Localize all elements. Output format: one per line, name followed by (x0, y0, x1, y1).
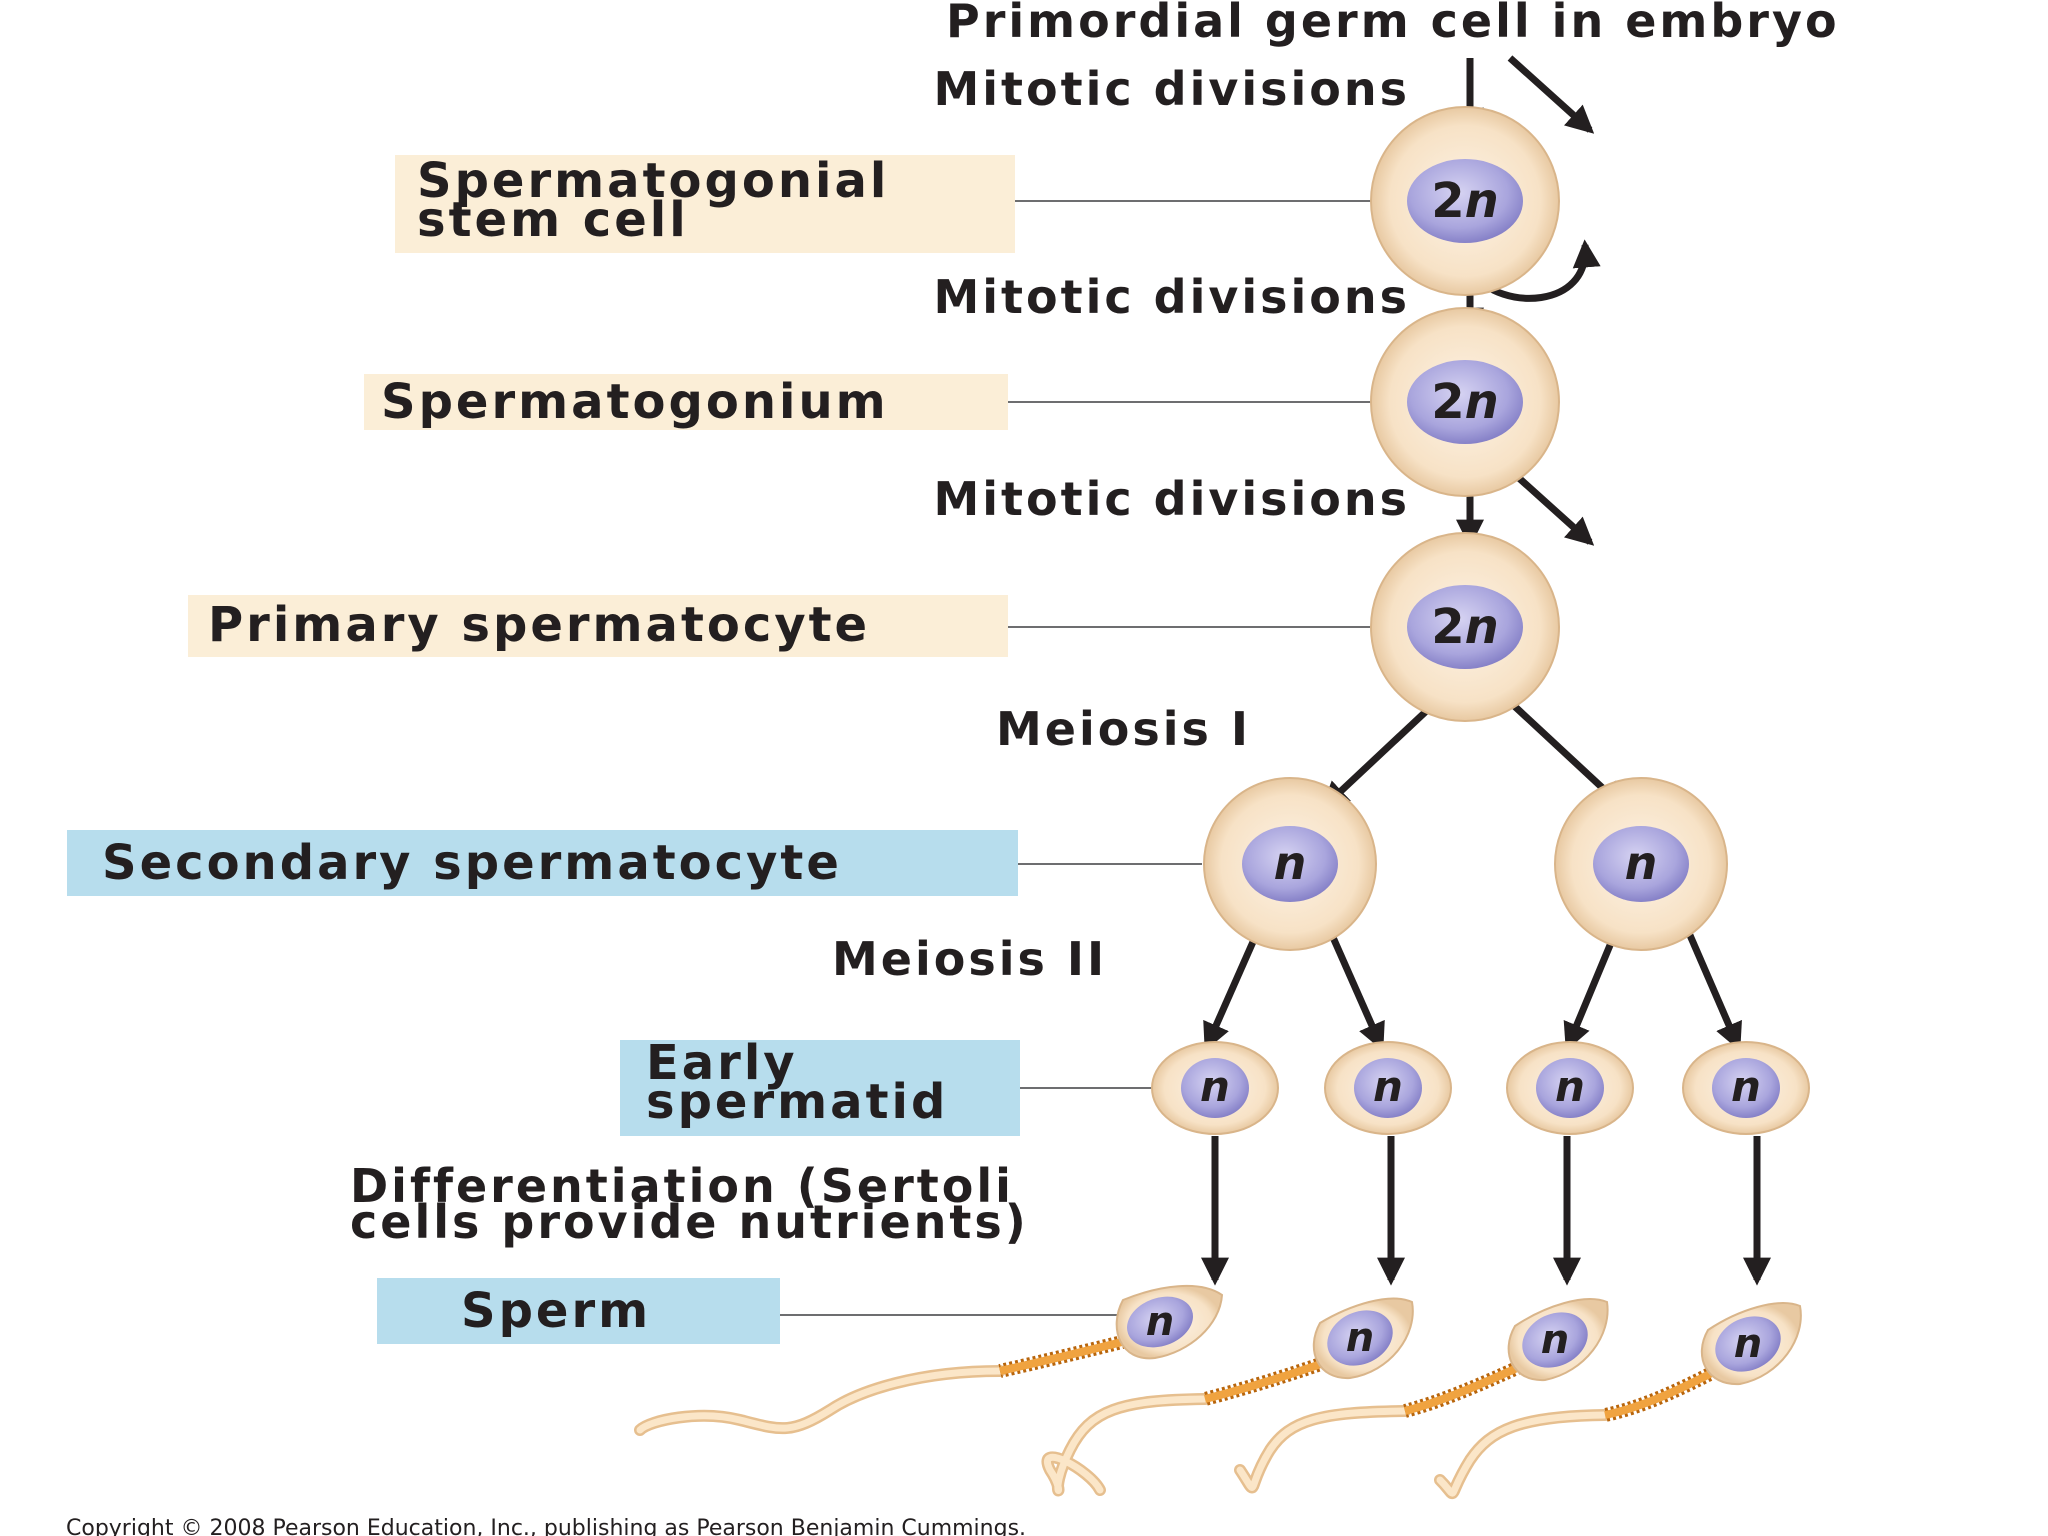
early-spermatid-cell (1151, 1041, 1279, 1135)
ploidy-labels: 2n 2n 2n n n n n n n n n n n (1146, 173, 1762, 1367)
sperm-head (1115, 1285, 1224, 1360)
early-spermatid-line-1: Early (646, 1035, 798, 1091)
ploidy-label-n: n (1555, 1062, 1585, 1111)
ploidy-label-n: n (1625, 836, 1658, 890)
ploidy-label-n: n (1146, 1299, 1174, 1345)
ploidy-label-2n: 2n (1431, 374, 1499, 430)
secondary-spermatocyte-cell (1203, 777, 1377, 951)
stage-label-primary-spermatocyte: Primary spermatocyte (188, 595, 1008, 657)
ploidy-label-n: n (1200, 1062, 1230, 1111)
ploidy-label-n: n (1274, 836, 1307, 890)
stem-cell-line-1: Spermatogonial (417, 153, 890, 209)
differentiation-line-1: Differentiation (Sertoli (350, 1159, 1014, 1213)
step-label-mitotic-divisions: Mitotic divisions (933, 472, 1410, 526)
step-label-meiosis-ii: Meiosis II (832, 932, 1108, 986)
early-spermatid-cell (1506, 1041, 1634, 1135)
early-spermatid-line-2: spermatid (646, 1074, 949, 1130)
early-spermatid-cell (1682, 1041, 1810, 1135)
ploidy-label-2n: 2n (1431, 173, 1499, 229)
step-label-meiosis-i: Meiosis I (996, 702, 1252, 756)
copyright-notice: Copyright © 2008 Pearson Education, Inc.… (66, 1516, 1027, 1536)
step-label-mitotic-divisions: Mitotic divisions (933, 270, 1410, 324)
diagram-title: Primordial germ cell in embryo (946, 0, 1840, 48)
stage-label-spermatogonial-stem-cell: Spermatogonial stem cell (395, 155, 1015, 253)
ploidy-label-n: n (1373, 1062, 1403, 1111)
stage-label-secondary-spermatocyte: Secondary spermatocyte (67, 830, 1018, 896)
ploidy-label-n: n (1541, 1317, 1569, 1363)
ploidy-label-n: n (1734, 1321, 1762, 1367)
sperm-tails (634, 1365, 1611, 1500)
spermatogonial-stem-cell (1370, 106, 1560, 296)
sperm-head (1507, 1298, 1609, 1382)
sperm-head (1700, 1302, 1802, 1386)
ploidy-label-n: n (1731, 1062, 1761, 1111)
early-spermatid-cell (1324, 1041, 1452, 1135)
stage-label-early-spermatid: Early spermatid (620, 1035, 1020, 1136)
ploidy-label-2n: 2n (1431, 599, 1499, 655)
sperm-head (1312, 1297, 1414, 1380)
stage-label-sperm: Sperm (377, 1278, 780, 1344)
step-label-differentiation: Differentiation (Sertoli cells provide n… (350, 1159, 1029, 1249)
connector-lines (780, 200, 1372, 1316)
differentiation-line-2: cells provide nutrients) (350, 1195, 1029, 1249)
step-label-mitotic-divisions: Mitotic divisions (933, 62, 1410, 116)
primary-spermatocyte-cell (1370, 532, 1560, 722)
stage-label-spermatogonium: Spermatogonium (364, 374, 1008, 430)
secondary-spermatocyte-cell (1554, 777, 1728, 951)
stem-cell-line-2: stem cell (417, 192, 689, 248)
spermatogonium-cell (1370, 307, 1560, 497)
ploidy-label-n: n (1346, 1315, 1374, 1361)
